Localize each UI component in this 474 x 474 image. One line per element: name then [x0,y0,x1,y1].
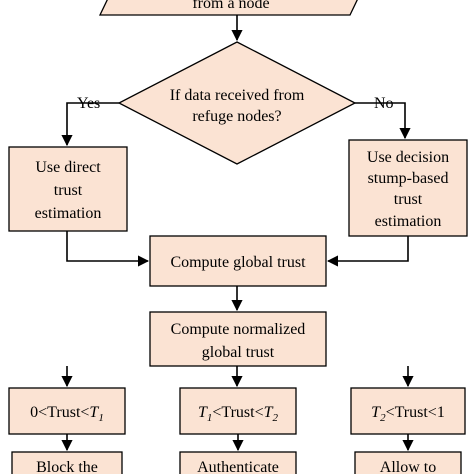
range2-var-a: T [198,404,208,421]
direct-trust-line-2: trust [54,182,83,199]
range3-post: <Trust<1 [386,404,445,421]
block-node: Block the [11,451,123,474]
edge-stump-to-global [326,236,409,267]
edge-direct-to-global [66,231,150,267]
range3-var: T [371,404,381,421]
svg-text:T1<Trust<T2: T1<Trust<T2 [198,404,279,424]
range1-node: 0<Trust<T1 [8,387,126,435]
normalized-trust-node: Compute normalized global trust [149,311,327,367]
global-trust-node: Compute global trust [149,235,327,287]
direct-trust-node: Use direct trust estimation [8,146,128,232]
stump-trust-line-1: Use decision [367,149,449,166]
no-label: No [374,95,394,112]
decision-line-2: refuge nodes? [192,108,281,125]
authenticate-node: Authenticate [179,451,297,474]
stump-trust-line-4: estimation [375,213,442,230]
allow-node: Allow to [354,451,462,474]
decision-line-1: If data received from [170,87,305,104]
svg-text:0<Trust<T1: 0<Trust<T1 [30,404,104,424]
block-label: Block the [36,459,98,474]
authenticate-label: Authenticate [197,459,279,474]
start-node-label: from a node [192,0,269,12]
global-trust-label: Compute global trust [170,254,306,271]
normalized-line-2: global trust [202,344,275,361]
direct-trust-line-3: estimation [35,205,102,222]
svg-text:T2<Trust<1: T2<Trust<1 [371,404,445,424]
stump-trust-node: Use decision stump-based trust estimatio… [348,139,468,237]
stump-trust-line-3: trust [394,191,423,208]
range1-prefix: 0<Trust< [30,404,89,421]
range2-sub-b: 2 [273,412,279,424]
decision-node: If data received from refuge nodes? [117,41,357,165]
range1-var: T [89,404,99,421]
range1-sub: 1 [98,412,104,424]
range2-sub-a: 1 [207,412,213,424]
stump-trust-line-2: stump-based [368,170,449,187]
range2-var-b: T [264,404,274,421]
start-node: from a node [98,0,358,16]
edge-no [355,102,411,140]
edge-yes [61,102,119,147]
allow-label: Allow to [380,459,436,474]
range3-sub: 2 [380,412,386,424]
direct-trust-line-1: Use direct [35,159,101,176]
normalized-line-1: Compute normalized [171,321,306,338]
yes-label: Yes [77,95,100,112]
range3-node: T2<Trust<1 [350,387,466,435]
range2-mid: <Trust< [212,404,263,421]
range2-node: T1<Trust<T2 [179,387,297,435]
